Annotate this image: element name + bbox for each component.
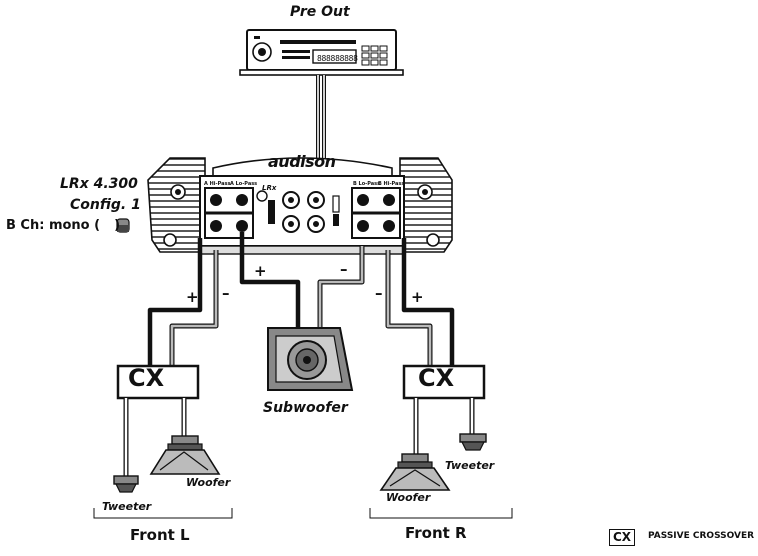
b-channel-text: B Ch: mono ( [6, 218, 101, 233]
front-left-bracket [93, 508, 233, 519]
crossover-output-wiring [123, 398, 475, 478]
amplifier-brand-label: audison [268, 152, 336, 171]
left-woofer-icon [149, 435, 221, 475]
channel-tag: B Hi-Pass [378, 181, 405, 187]
amplifier-model-label: LRx 4.300 [60, 176, 138, 192]
legend-crossover-text: PASSIVE CROSSOVER [648, 531, 755, 541]
right-woofer-label: Woofer [386, 491, 431, 504]
polarity-minus: – [340, 260, 348, 278]
right-speaker-terminals [351, 187, 401, 239]
left-speaker-terminals [204, 187, 254, 239]
polarity-plus: + [254, 262, 267, 280]
pre-out-label: Pre Out [290, 4, 350, 20]
head-unit [239, 29, 404, 76]
left-tweeter-icon [113, 475, 139, 493]
crossover-right [402, 364, 486, 400]
channel-tag: A Hi-Pass [204, 181, 231, 187]
right-tweeter-label: Tweeter [445, 459, 495, 472]
crossover-left-label: CX [128, 364, 165, 392]
subwoofer-label: Subwoofer [263, 400, 348, 416]
head-unit-display [312, 49, 357, 64]
right-woofer-icon [379, 453, 451, 491]
subwoofer-enclosure [267, 327, 354, 391]
subwoofer-wiring [239, 232, 365, 330]
polarity-plus: + [186, 288, 199, 306]
polarity-plus: + [411, 288, 424, 306]
left-tweeter-label: Tweeter [102, 500, 152, 513]
front-left-label: Front L [130, 526, 190, 544]
amp-control-panel [256, 190, 340, 233]
b-channel-close: ) [114, 218, 121, 233]
b-channel-label: B Ch: mono () [6, 218, 120, 233]
channel-tag: A Lo-Pass [230, 181, 258, 187]
channel-tag: B Lo-Pass [353, 181, 381, 187]
front-right-bracket [369, 508, 513, 519]
left-front-wiring [147, 238, 219, 368]
head-unit-display-text: 888888888 [317, 54, 358, 63]
right-front-wiring [385, 238, 455, 368]
crossover-left [116, 364, 200, 400]
mode-switch-icon [256, 190, 268, 202]
polarity-minus: – [375, 284, 383, 302]
amplifier-panel-logo: LRx [262, 184, 277, 192]
legend-crossover-symbol: CX [609, 529, 636, 546]
polarity-minus: – [222, 284, 230, 302]
amplifier-config-label: Config. 1 [70, 197, 141, 213]
left-woofer-label: Woofer [186, 476, 231, 489]
mono-switch-icon [116, 218, 130, 233]
head-unit-keypad [361, 45, 388, 66]
amplifier [147, 157, 453, 255]
front-right-label: Front R [405, 524, 467, 542]
right-tweeter-icon [459, 433, 487, 451]
crossover-right-label: CX [418, 364, 455, 392]
